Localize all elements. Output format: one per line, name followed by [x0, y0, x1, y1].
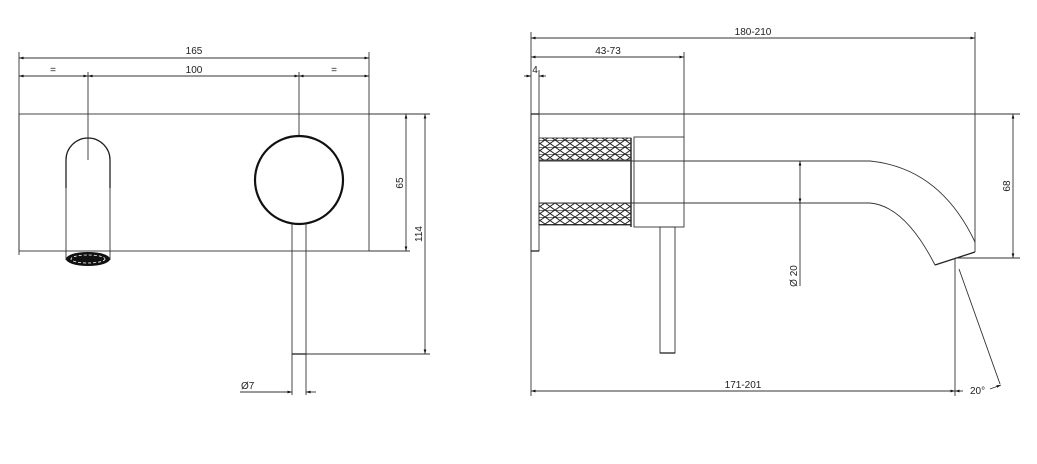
- dim-spout-reach: 171-201: [725, 380, 762, 391]
- front-view: 165 = 100 = Ø7 65: [18, 46, 430, 395]
- dim-spout-angle: 20°: [970, 386, 985, 397]
- handle-knob: [253, 134, 345, 226]
- dim-spout-diameter: Ø 20: [789, 265, 800, 287]
- dim-plate-height: 65: [395, 177, 406, 189]
- dim-spout-height: 68: [1002, 180, 1013, 192]
- knurled-collar-bottom: [538, 202, 632, 226]
- wall-plate: [18, 113, 370, 252]
- dim-spacing: 100: [186, 65, 203, 76]
- spout-top-edge: [539, 160, 976, 243]
- dim-total-height: 114: [414, 226, 425, 242]
- spout-bottom-edge: [539, 202, 936, 266]
- dim-lever-diameter: Ø7: [241, 381, 255, 392]
- dim-left-equal: =: [50, 65, 56, 76]
- dim-overall-width: 165: [186, 46, 203, 57]
- lever-side: [659, 226, 676, 354]
- dim-body-depth: 43-73: [595, 46, 621, 57]
- spout-outlet-icon: [66, 252, 110, 266]
- handle-body-side: [633, 136, 685, 228]
- dim-overall-projection: 180-210: [735, 27, 772, 38]
- knurled-collar-top: [538, 137, 632, 161]
- wall-plate-side: [530, 113, 540, 252]
- side-view: 180-210 43-73 4 Ø 20: [524, 27, 1020, 397]
- dim-right-equal: =: [331, 65, 337, 76]
- dim-plate-thickness: 4: [532, 65, 538, 76]
- spout-front: [65, 137, 111, 188]
